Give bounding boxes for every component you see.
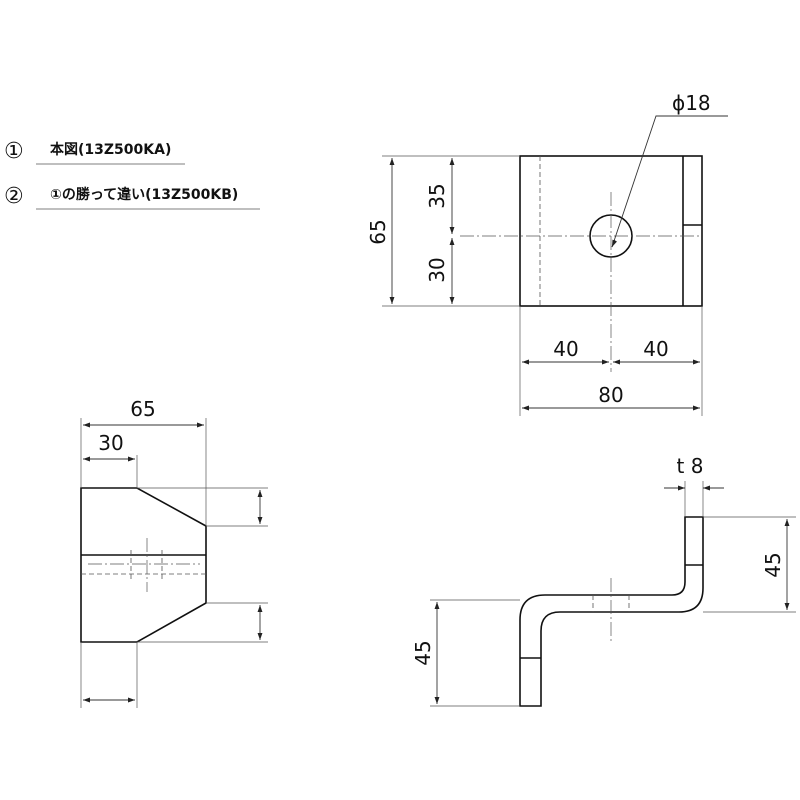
legend-number-1: ①: [4, 139, 24, 164]
dim-label-35: 35: [425, 183, 449, 208]
diameter-leader: [611, 115, 728, 248]
side-view-outline: [519, 516, 704, 707]
diameter-leader-arrow: [611, 239, 618, 248]
dim-label-40-right: 40: [643, 337, 668, 361]
dim-label-front-65: 65: [130, 397, 155, 421]
side-view: t 8 45 45: [411, 454, 796, 707]
dim-label-40-left: 40: [553, 337, 578, 361]
legend: ① 本図(13Z500KA) ② ①の勝って違い(13Z500KB): [4, 139, 260, 210]
front-view: 65 30: [80, 397, 268, 708]
dim-label-65: 65: [366, 219, 390, 244]
legend-text-1: 本図(13Z500KA): [50, 141, 171, 158]
dim-label-side-45-left: 45: [411, 640, 435, 665]
hole-diameter-label: ϕ18: [672, 91, 711, 115]
dim-label-front-30: 30: [98, 431, 123, 455]
legend-number-2: ②: [4, 184, 24, 209]
legend-text-2: ①の勝って違い(13Z500KB): [50, 186, 238, 203]
top-view: ϕ18 65 35 30 40 40 80: [366, 91, 728, 416]
dim-label-30: 30: [425, 257, 449, 282]
dim-label-thickness: t 8: [677, 454, 704, 478]
dim-label-80: 80: [598, 383, 623, 407]
front-view-outline: [80, 487, 207, 643]
dim-label-side-45-right: 45: [761, 552, 785, 577]
